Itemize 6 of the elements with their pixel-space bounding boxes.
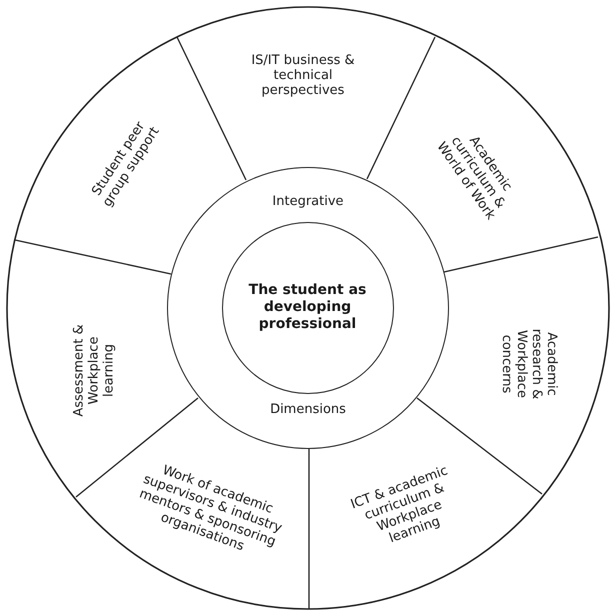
- segment-label: Academic research & Workplace concerns: [499, 309, 559, 419]
- ring-label: Dimensions: [269, 402, 347, 417]
- segment-label: IS/IT business & technical perspectives: [244, 52, 362, 98]
- segment-label: Assessment & Workplace learning: [72, 311, 116, 429]
- center-title: The student as developing professional: [248, 282, 368, 333]
- ring-label: Integrative: [271, 194, 345, 209]
